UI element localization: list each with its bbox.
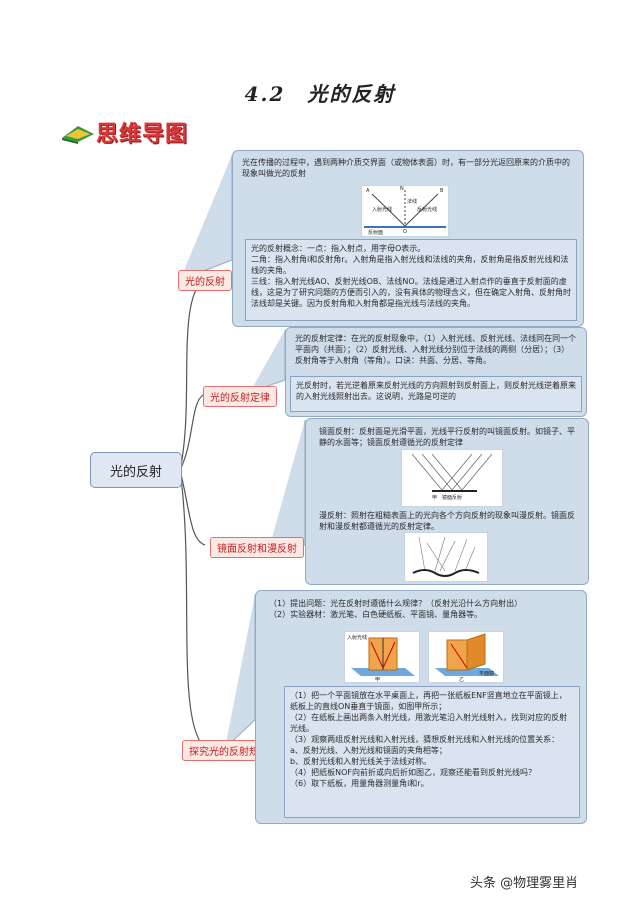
label-O: O — [403, 229, 407, 235]
label-reflected: 反射光线 — [417, 207, 438, 213]
panel-experiment: （1）提出问题：光在反射时遵循什么规律？（反射光沿什么方向射出） （2）实验器材… — [255, 590, 587, 824]
branch-reflection: 光的反射 — [178, 270, 232, 291]
diffuse-text: 漫反射：照射在粗糙表面上的光向各个方向反射的现象叫漫反射。镜面反射和漫反射都遵循… — [319, 511, 575, 531]
experiment-figure-b: 乙 平面镜 — [428, 631, 504, 683]
label-A: A — [366, 188, 370, 194]
label-surface: 反射面 — [368, 230, 384, 236]
panel-law: 光的反射定律：在光的反射现象中，（1）入射光线、反射光线、法线同在同一个平面内（… — [285, 327, 587, 417]
root-node: 光的反射 — [90, 452, 182, 488]
reversible-text: 光反射时，若光逆着原来反射光线的方向照射到反射面上，则反射光线逆着原来的入射光线… — [290, 376, 582, 412]
label-N: N — [400, 186, 404, 192]
fig4-mirror-label: 平面镜 — [479, 671, 495, 677]
label-normal: 法线 — [407, 199, 418, 205]
concept-text: 光的反射概念：一点：指入射点，用字母O表示。 二角：指入射角i和反射角r。入射角… — [245, 239, 577, 321]
question-text: （1）提出问题：光在反射时遵循什么规律？（反射光沿什么方向射出） （2）实验器材… — [269, 599, 523, 619]
branch-reflection-law: 光的反射定律 — [203, 386, 277, 407]
panel-mirror-diffuse: 镜面反射：反射面是光滑平面，光线平行反射的叫镜面反射。如镜子、平静的水面等；镜面… — [305, 418, 589, 585]
watermark: 头条 @物理雾里肖 — [470, 876, 579, 891]
label-incident: 入射光线 — [372, 207, 393, 213]
fig4-caption-a: 甲 — [375, 677, 381, 683]
definition-text: 光在传播的过程中，遇到两种介质交界面（或物体表面）时，有一部分光返回原来的介质中… — [242, 158, 570, 178]
reflection-figure: A B N O 入射光线 反射光线 法线 反射面 — [361, 185, 449, 237]
mirror-figure: 甲 镜面反射 — [401, 449, 503, 507]
experiment-figure-a: 入射光线 甲 — [344, 631, 420, 683]
diffuse-figure — [404, 532, 488, 582]
logo-text: 思维导图 — [96, 122, 189, 147]
steps-text: （1）把一个平面镜放在水平桌面上，再把一张纸板ENF竖直地立在平面镜上，纸板上的… — [284, 686, 580, 818]
fig4-caption-b: 乙 — [459, 677, 465, 683]
page-title: 4.2 光的反射 — [244, 82, 396, 106]
mirror-text: 镜面反射：反射面是光滑平面，光线平行反射的叫镜面反射。如镜子、平静的水面等；镜面… — [319, 427, 575, 447]
book-icon — [62, 126, 94, 144]
law-text: 光的反射定律：在光的反射现象中，（1）入射光线、反射光线、法线同在同一个平面内（… — [295, 334, 577, 365]
fig4-incident-label: 入射光线 — [347, 635, 368, 641]
panel-reflection: 光在传播的过程中，遇到两种介质交界面（或物体表面）时，有一部分光返回原来的介质中… — [232, 150, 584, 327]
label-B: B — [440, 188, 444, 194]
mirror-caption: 甲 镜面反射 — [432, 495, 463, 501]
mindmap-logo: 思维导图 — [60, 116, 188, 148]
branch-mirror-diffuse: 镜面反射和漫反射 — [210, 537, 304, 558]
